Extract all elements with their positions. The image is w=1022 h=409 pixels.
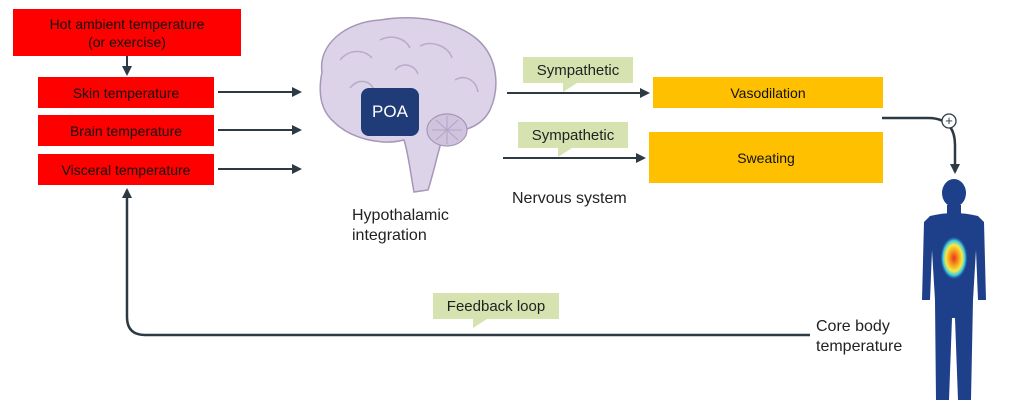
skin-temperature-box: Skin temperature [38,77,214,108]
poa-region [361,88,419,136]
feedback-loop-callout: Feedback loop [433,293,559,328]
human-body-icon [922,179,986,400]
feedback-loop-label: Feedback loop [446,297,546,315]
plus-sign-label: + [945,113,953,128]
nervous-system-label: Nervous system [512,190,627,207]
sweating-label: Sweating [737,149,795,166]
core-body-temperature-label: Core body temperature [816,318,903,355]
sympathetic-callout-2: Sympathetic [518,122,628,157]
plus-circle-icon [941,113,957,129]
poa-label: POA [372,102,408,121]
skin-temperature-label: Skin temperature [72,84,180,101]
poa-label-container: POA [361,88,419,136]
vasodilation-box: Vasodilation [653,77,883,108]
brain-temperature-box: Brain temperature [38,115,214,146]
ambient-temperature-box: Hot ambient temperature (or exercise) [13,9,241,56]
sweating-box: Sweating [649,132,883,183]
sympathetic-label-1: Sympathetic [536,61,620,79]
visceral-temperature-box: Visceral temperature [38,154,214,185]
visceral-temperature-label: Visceral temperature [61,161,191,178]
plus-sign: + [942,113,956,129]
ambient-temperature-label: Hot ambient temperature (or exercise) [49,15,205,50]
sympathetic-callout-1: Sympathetic [523,57,633,92]
hypothalamic-integration-label: Hypothalamic integration [352,207,449,244]
feedback-loop-arrow [122,188,810,337]
vasodilation-label: Vasodilation [730,84,806,101]
sympathetic-label-2: Sympathetic [531,126,615,144]
brain-temperature-label: Brain temperature [69,122,183,139]
